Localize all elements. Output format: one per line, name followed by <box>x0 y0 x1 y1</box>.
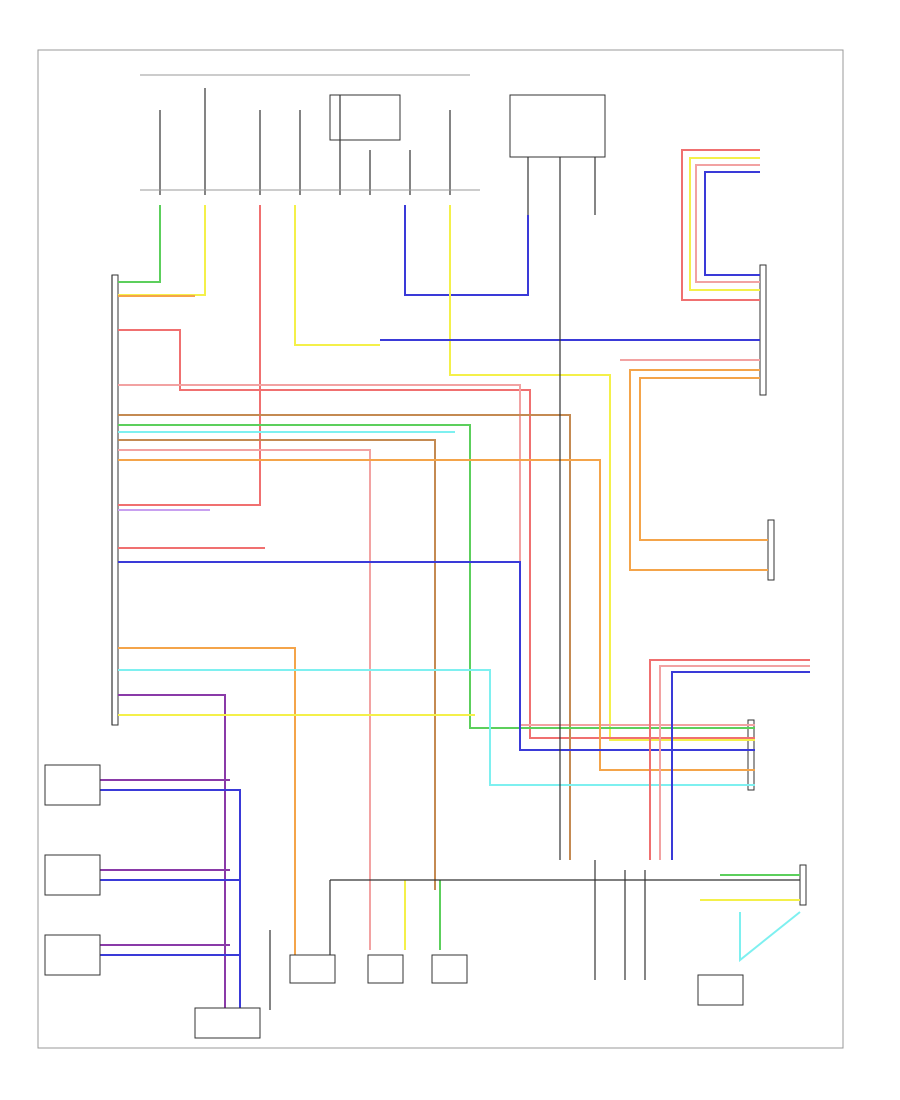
wire-yellow-mid <box>294 205 380 346</box>
wire-green-top <box>118 205 161 283</box>
wire-yellow-right <box>689 157 760 291</box>
right-connector-top <box>759 264 767 396</box>
black-lines <box>74 215 800 1010</box>
wire-red-ecu <box>118 329 755 739</box>
wire-brown-ecu-2 <box>118 439 436 890</box>
wire-brown-ecu <box>118 414 571 860</box>
right-connector-bottom <box>799 864 807 906</box>
actuator-box <box>194 1007 261 1039</box>
wire-orange-mid <box>629 369 768 571</box>
wire-pink-right <box>695 164 760 283</box>
wire-blue-right <box>704 171 760 276</box>
motor-unit-box <box>289 954 336 984</box>
wire-red-lower <box>649 659 810 860</box>
wire-orange-ecu-low <box>118 647 296 955</box>
wire-red-right <box>681 149 760 301</box>
wires <box>100 149 810 1010</box>
sensor-box-1 <box>367 954 404 984</box>
wire-blue-lower <box>671 671 810 860</box>
wire-pink-ecu <box>118 384 755 726</box>
wire-red-top <box>118 205 261 506</box>
wire-green-ecu <box>118 424 755 729</box>
wire-cyan-bottom <box>739 911 801 963</box>
wire-orange-ecu <box>118 459 755 771</box>
left-sensors <box>44 764 101 976</box>
wire-yellow-long <box>449 205 755 741</box>
blower-box <box>697 974 744 1006</box>
sensor-box-2 <box>431 954 468 984</box>
wire-orange-mid-2 <box>639 377 768 541</box>
control-unit <box>111 274 119 726</box>
wire-blue-ecu <box>118 561 755 751</box>
fuse-block <box>140 74 480 195</box>
wire-cyan-ecu-low <box>118 669 755 786</box>
wire-purple-ecu-low <box>118 694 226 1010</box>
wire-pink-lower <box>659 665 810 860</box>
wire-blue-sensor1 <box>100 789 241 1010</box>
wire-pink-ecu-2 <box>118 449 371 950</box>
wire-blue-top <box>404 205 529 296</box>
diagram-frame <box>37 49 844 1049</box>
blower-relay <box>509 94 606 215</box>
right-connector-mid <box>767 519 775 581</box>
right-connector-low <box>747 719 755 791</box>
